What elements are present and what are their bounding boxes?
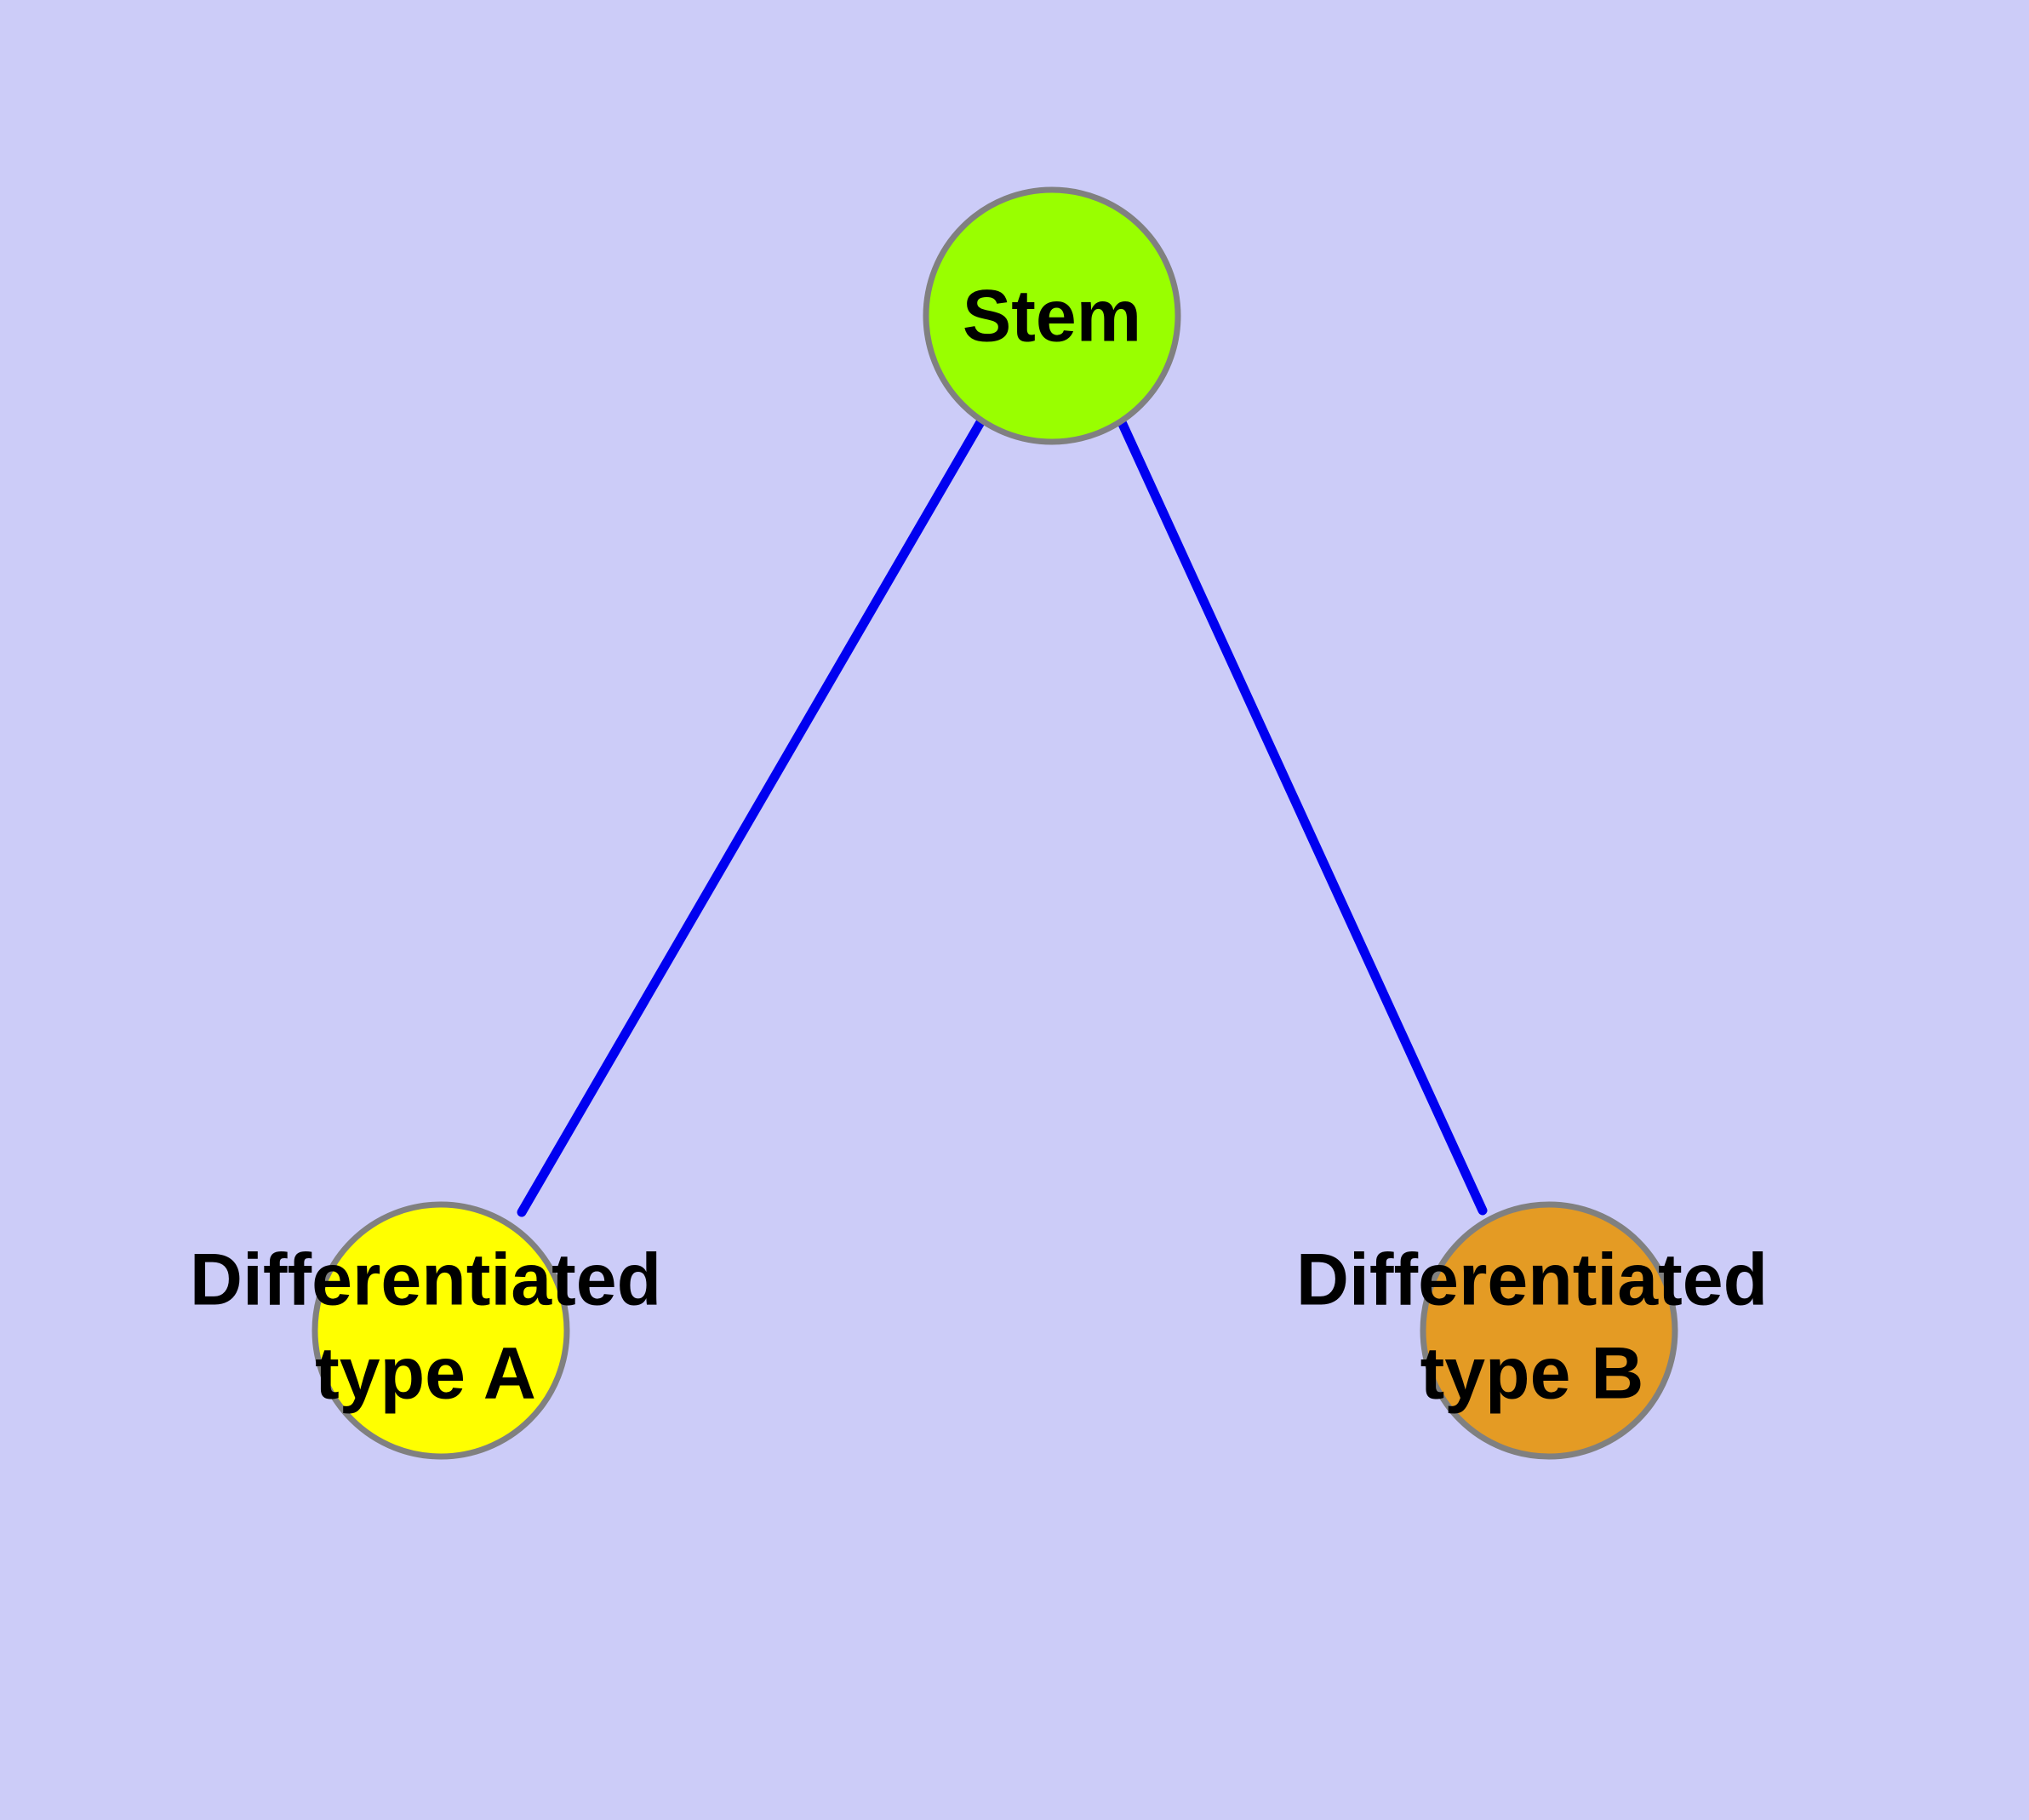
node-diff-b-label-line2: type B <box>1420 1333 1644 1415</box>
node-diff-b-label-line1: Differentiated <box>1296 1239 1768 1321</box>
node-diff-b-circle[interactable] <box>1420 1201 1678 1460</box>
node-diff-a[interactable] <box>311 1201 570 1460</box>
node-diff-a-label-line1: Differentiated <box>190 1239 661 1321</box>
leaf-label-group: Differentiated type A Differentiated typ… <box>190 1239 1768 1415</box>
node-diff-b[interactable] <box>1420 1201 1678 1460</box>
node-diff-a-circle[interactable] <box>311 1201 570 1460</box>
edge-stem-to-type-b[interactable] <box>1117 417 1488 1216</box>
node-stem-circle[interactable] <box>923 186 1181 445</box>
node-diff-a-label-line2: type A <box>315 1333 536 1415</box>
node-stem-label: Stem <box>963 276 1141 358</box>
node-group: Stem <box>311 186 1678 1460</box>
edge-group <box>517 417 1488 1217</box>
edge-stem-to-type-a[interactable] <box>517 417 986 1217</box>
node-stem[interactable]: Stem <box>923 186 1181 445</box>
